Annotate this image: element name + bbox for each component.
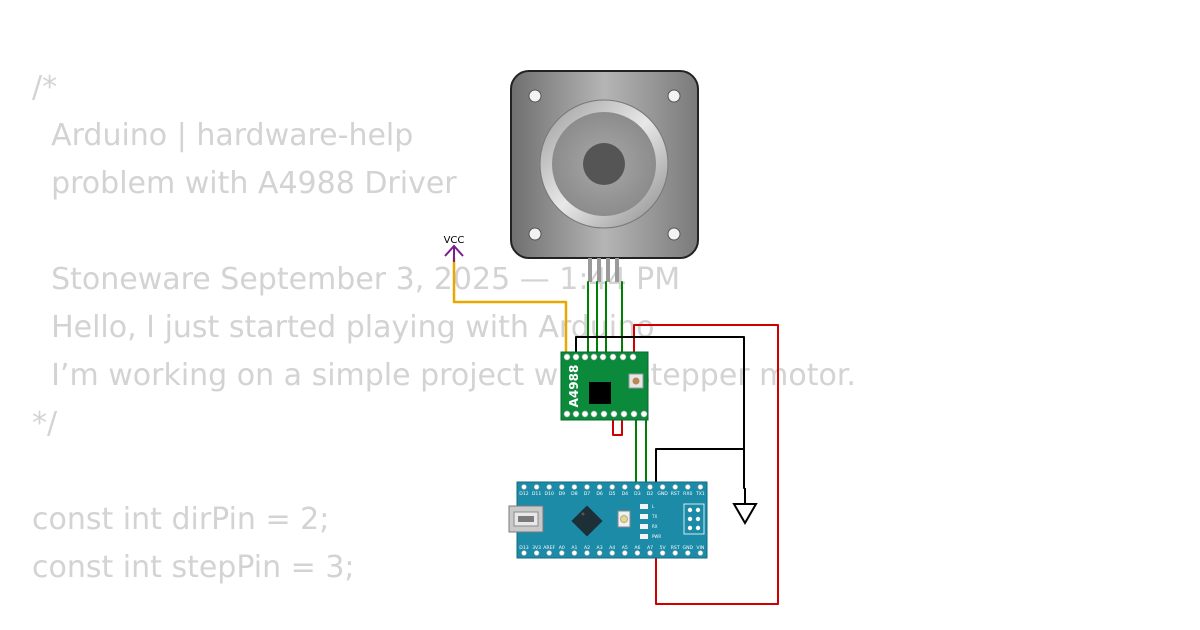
led-label: RX	[652, 524, 658, 529]
nano-top-pin-label: RST	[671, 491, 680, 497]
wire-ground-driver[interactable]	[575, 336, 745, 489]
led-label: TX	[651, 514, 657, 519]
code-line: I’m working on a simple project with a s…	[32, 358, 856, 393]
nano-bottom-pin[interactable]	[584, 550, 590, 556]
nano-top-pin[interactable]	[609, 484, 615, 490]
usb-connector	[508, 505, 544, 533]
nano-top-pin-label: D7	[584, 491, 591, 497]
nano-bottom-pin-label: A4	[609, 545, 615, 551]
reset-button[interactable]	[617, 510, 631, 528]
nano-bottom-pin-label: A5	[622, 545, 628, 551]
nano-bottom-pin-label: A6	[634, 545, 640, 551]
wire-reset-sleep[interactable]	[612, 417, 623, 436]
nano-top-pin-label: D8	[571, 491, 578, 497]
nano-bottom-pin[interactable]	[685, 550, 691, 556]
nano-bottom-pin-label: A0	[559, 545, 565, 551]
code-line: Arduino | hardware-help	[32, 118, 414, 153]
nano-top-pin-label: GND	[657, 491, 668, 497]
nano-bottom-pin-label: 3V3	[532, 545, 541, 551]
nano-top-pin-label: D2	[647, 491, 654, 497]
nano-top-pin-label: TX1	[695, 491, 705, 497]
nano-top-pin-label: D6	[596, 491, 603, 497]
nano-bottom-pin[interactable]	[571, 550, 578, 556]
nano-top-pin[interactable]	[622, 484, 628, 490]
nano-top-pin[interactable]	[685, 484, 691, 490]
nano-top-pin-label: D4	[622, 491, 629, 497]
ground-symbol	[732, 488, 758, 525]
code-line: */	[32, 406, 58, 441]
code-line: /*	[32, 70, 58, 105]
nano-top-pin[interactable]	[659, 484, 666, 490]
wire-ground-nano[interactable]	[655, 448, 745, 488]
nano-top-pin-label: D3	[634, 491, 641, 497]
nano-bottom-pin-label: GND	[683, 545, 694, 551]
nano-bottom-pin-label: RST	[671, 545, 680, 551]
nano-bottom-pin[interactable]	[622, 550, 628, 556]
nano-bottom-pin-label: D13	[519, 545, 528, 551]
nano-top-pin[interactable]	[647, 484, 653, 490]
nano-top-pin[interactable]	[596, 484, 603, 490]
code-line: const int stepPin = 3;	[32, 550, 355, 585]
a4988-driver[interactable]: A4988	[560, 351, 649, 421]
nano-bottom-pin-label: 5V	[660, 545, 667, 551]
motor-shaft	[583, 143, 625, 185]
led-label: L	[652, 504, 655, 509]
nano-bottom-pin[interactable]	[609, 550, 615, 556]
led-label: PWR	[652, 534, 661, 539]
nano-bottom-pin[interactable]	[596, 550, 603, 556]
nano-bottom-pin-label: AREF	[543, 545, 555, 551]
nano-bottom-pin[interactable]	[634, 550, 641, 556]
nano-top-pin[interactable]	[546, 484, 552, 490]
nano-bottom-pin[interactable]	[559, 550, 565, 556]
nano-bottom-pin-label: A7	[647, 545, 653, 551]
nano-top-pin-label: D12	[519, 491, 528, 497]
nano-bottom-pin[interactable]	[521, 550, 527, 556]
nano-bottom-pin-label: A3	[597, 545, 603, 551]
icsp-header	[683, 503, 705, 535]
nano-bottom-pin[interactable]	[672, 550, 678, 556]
vcc-label: VCC	[444, 235, 465, 246]
nano-bottom-pin-label: VIN	[696, 545, 704, 551]
nano-top-pin[interactable]	[521, 484, 527, 490]
code-line: problem with A4988 Driver	[32, 166, 457, 201]
driver-chip	[589, 382, 611, 404]
nano-bottom-pin[interactable]	[647, 550, 653, 556]
stepper-motor[interactable]	[510, 70, 699, 282]
nano-bottom-pin-label: A1	[571, 545, 577, 551]
driver-label: A4988	[567, 365, 581, 408]
nano-top-pin[interactable]	[533, 484, 540, 490]
nano-top-pin-label: D5	[609, 491, 616, 497]
nano-top-pin[interactable]	[559, 484, 565, 490]
nano-bottom-pin[interactable]	[659, 550, 666, 556]
nano-top-pin[interactable]	[634, 484, 641, 490]
nano-top-pin-label: RX0	[683, 491, 692, 497]
nano-top-pin-label: D9	[559, 491, 566, 497]
nano-bottom-pin[interactable]	[697, 550, 704, 556]
nano-top-pin[interactable]	[672, 484, 678, 490]
vcc-symbol: VCC	[444, 235, 465, 262]
nano-top-pin-label: D11	[532, 491, 541, 497]
nano-top-pin[interactable]	[571, 484, 578, 490]
wire-vcc[interactable]	[452, 256, 568, 356]
code-line: const int dirPin = 2;	[32, 502, 330, 537]
nano-top-pin[interactable]	[584, 484, 590, 490]
nano-bottom-pin-label: A2	[584, 545, 590, 551]
driver-pins-top	[563, 353, 637, 361]
nano-bottom-pin[interactable]	[546, 550, 552, 556]
nano-bottom-pin[interactable]	[533, 550, 540, 556]
driver-pins-bottom	[563, 410, 648, 418]
nano-top-pin[interactable]	[697, 484, 704, 490]
wire-power-5v[interactable]	[633, 324, 779, 605]
nano-top-pin-label: D10	[545, 491, 554, 497]
status-leds: L TX RX PWR	[640, 504, 661, 539]
